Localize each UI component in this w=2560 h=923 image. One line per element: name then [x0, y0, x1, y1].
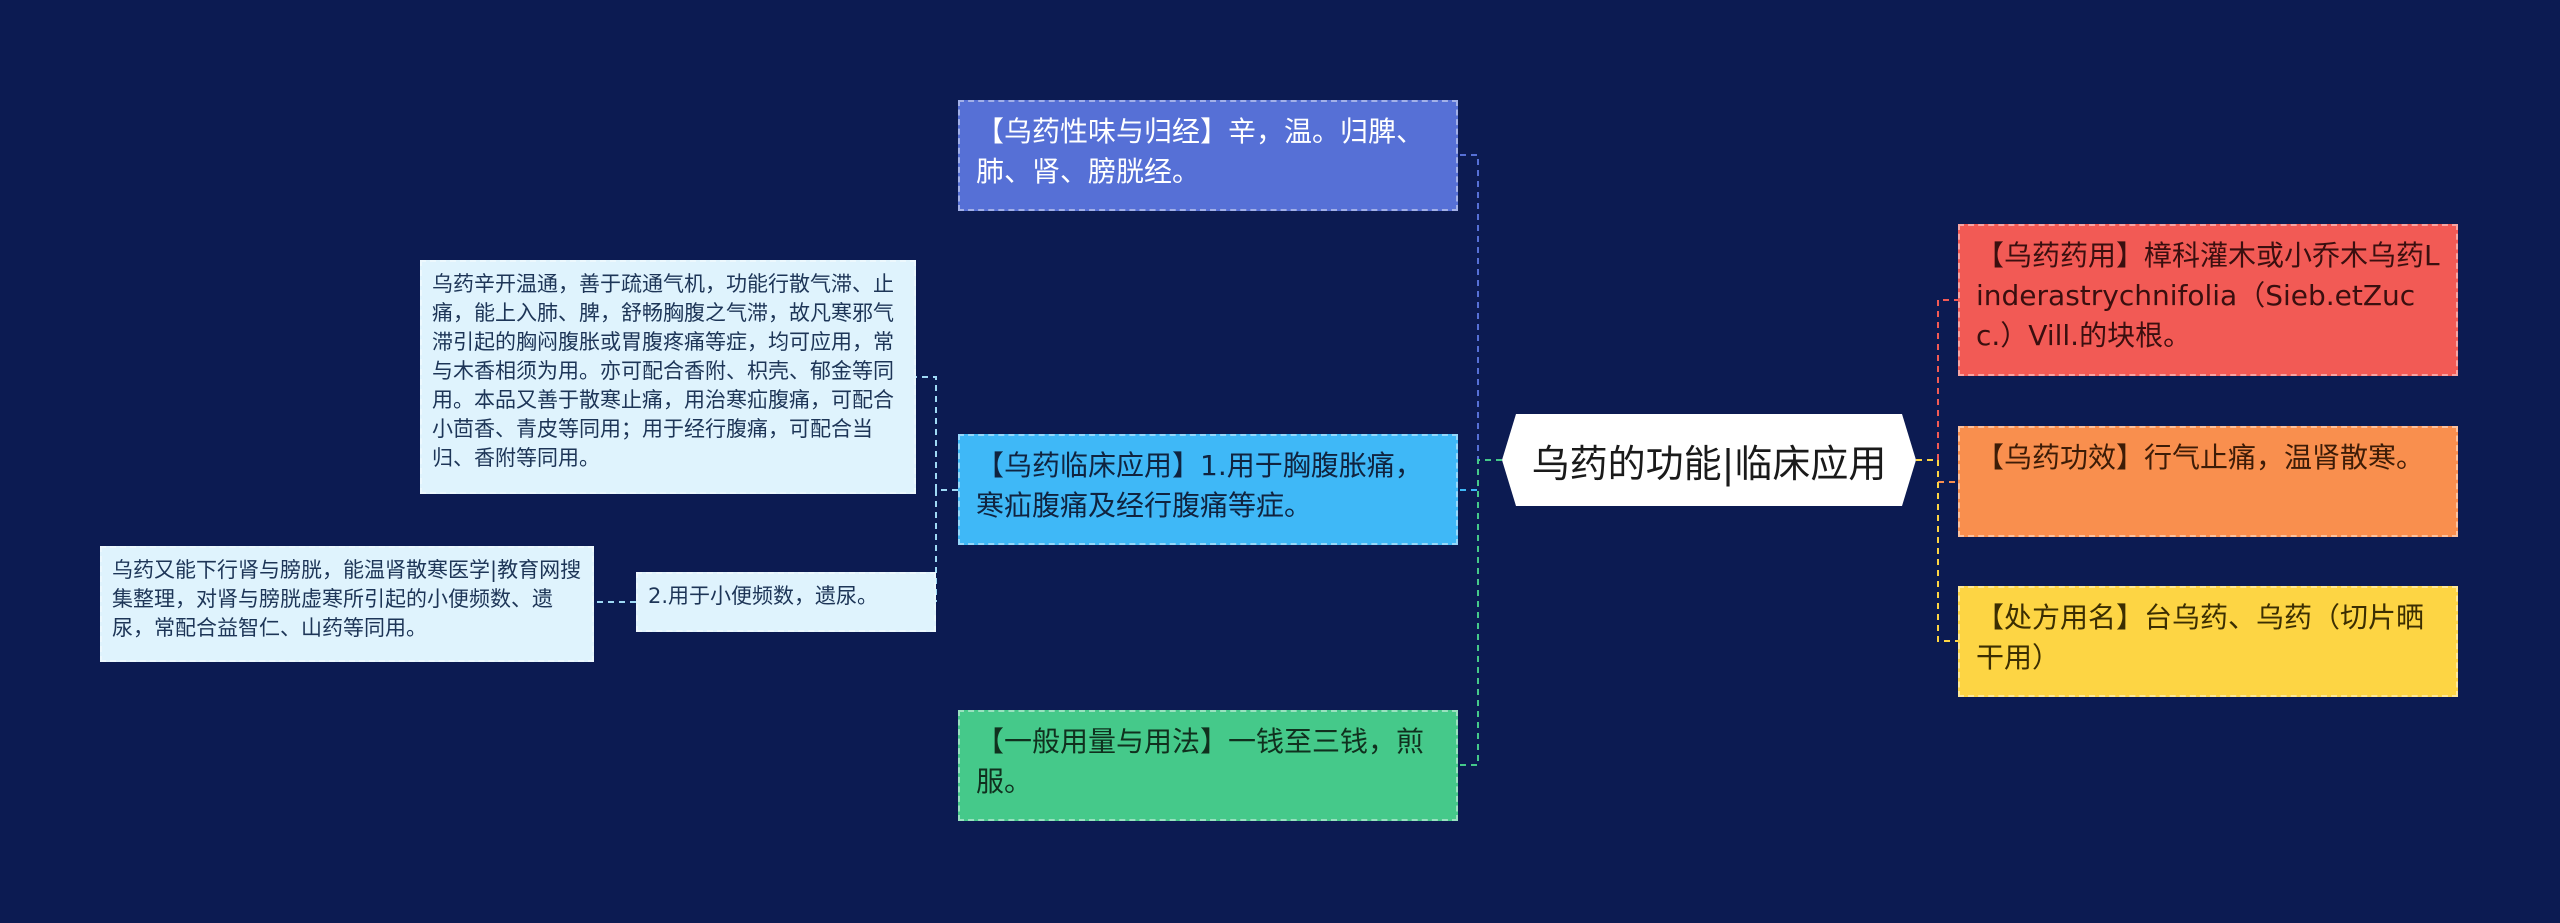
root-title: 乌药的功能|临床应用 — [1531, 441, 1887, 486]
node-medicinal-source[interactable]: 【乌药药用】樟科灌木或小乔木乌药Linderastrychnifolia（Sie… — [1958, 224, 2458, 376]
link-clinical-detail1 — [916, 376, 958, 491]
node-clinical-item-2[interactable]: 2.用于小便频数，遗尿。 — [636, 572, 936, 632]
node-clinical-application[interactable]: 【乌药临床应用】1.用于胸腹胀痛，寒疝腹痛及经行腹痛等症。 — [958, 434, 1458, 545]
link-clinical-item2 — [935, 489, 958, 602]
link-root-source — [1916, 299, 1958, 461]
link-root-property — [1458, 154, 1502, 461]
node-dosage-usage[interactable]: 【一般用量与用法】一钱至三钱，煎服。 — [958, 710, 1458, 821]
node-property-meridian[interactable]: 【乌药性味与归经】辛，温。归脾、肺、肾、膀胱经。 — [958, 100, 1458, 211]
node-clinical-detail-2[interactable]: 乌药又能下行肾与膀胱，能温肾散寒医学|教育网搜集整理，对肾与膀胱虚寒所引起的小便… — [100, 546, 594, 662]
link-root-names — [1916, 459, 1958, 642]
node-clinical-detail-1[interactable]: 乌药辛开温通，善于疏通气机，功能行散气滞、止痛，能上入肺、脾，舒畅胸腹之气滞，故… — [420, 260, 916, 494]
node-efficacy[interactable]: 【乌药功效】行气止痛，温肾散寒。 — [1958, 426, 2458, 537]
root-node[interactable]: 乌药的功能|临床应用 — [1502, 414, 1916, 506]
link-root-clinical — [1458, 459, 1502, 491]
node-prescription-names[interactable]: 【处方用名】台乌药、乌药（切片晒干用） — [1958, 586, 2458, 697]
link-root-dosage — [1458, 459, 1502, 766]
